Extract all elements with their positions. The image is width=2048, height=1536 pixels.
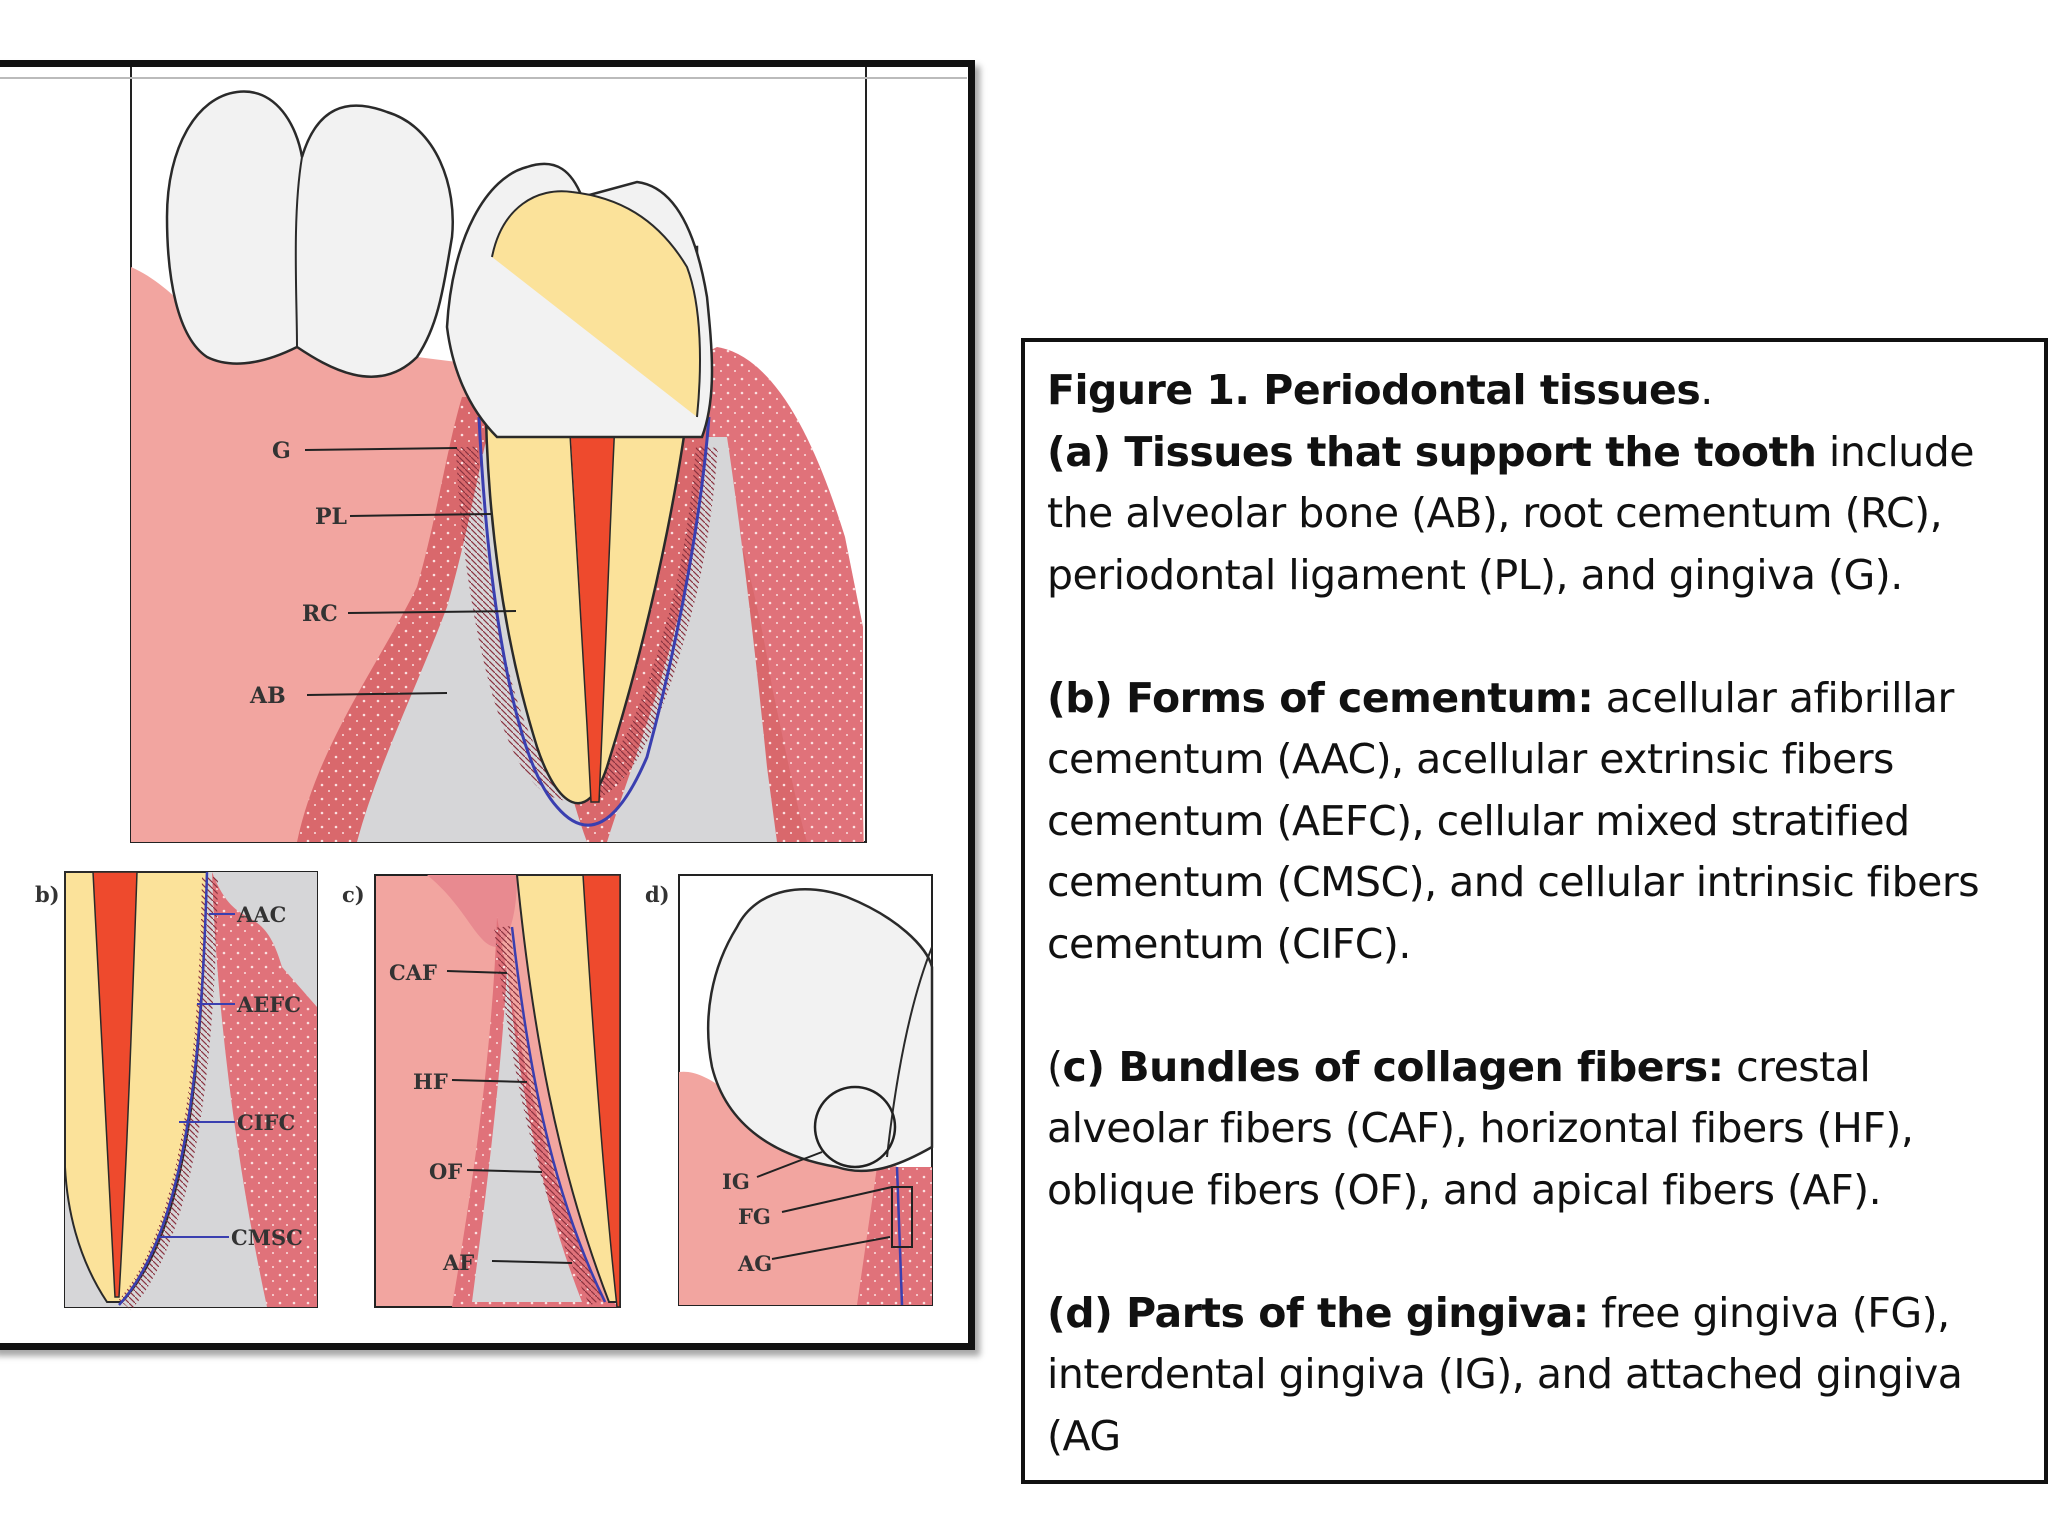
caption-title-period: . [1700, 366, 1713, 414]
label-caf: CAF [389, 960, 437, 985]
label-pl: PL [315, 504, 347, 530]
caption-title: Figure 1. Periodontal tissues [1047, 366, 1701, 414]
caption-a-lead: (a) Tissues that support the tooth [1047, 427, 1817, 476]
caption-part-d: (d) Parts of the gingiva: free gingiva (… [1047, 1283, 2037, 1468]
figure-frame: G PL RC AB AAC AEFC CIFC CMSC b) [0, 60, 975, 1350]
caption-d-text: free gingiva (FG), interdental gingiva (… [1047, 1288, 1963, 1460]
caption-part-b: (b) Forms of cementum: acellular afibril… [1047, 668, 2037, 976]
periodontal-diagram: G PL RC AB AAC AEFC CIFC CMSC b) [0, 67, 967, 1311]
caption-c-text: crestal alveolar fibers (CAF), horizonta… [1047, 1042, 1914, 1214]
panel-b: AAC AEFC CIFC CMSC b) [35, 871, 318, 1311]
caption-part-a: (a) Tissues that support the tooth inclu… [1047, 422, 2037, 607]
caption-c-paren: ( [1047, 1042, 1063, 1091]
caption-part-c: (c) Bundles of collagen fibers: crestal … [1047, 1037, 2037, 1222]
figure-caption: Figure 1. Periodontal tissues. (a) Tissu… [1047, 360, 2037, 1467]
label-ag: AG [737, 1251, 772, 1276]
caption-b-text: acellular afibrillar cementum (AAC), ace… [1047, 673, 1980, 968]
label-fg: FG [738, 1204, 771, 1229]
caption-title-line: Figure 1. Periodontal tissues. [1047, 360, 2037, 422]
caption-box: Figure 1. Periodontal tissues. (a) Tissu… [1021, 338, 2048, 1484]
caption-b-lead: (b) Forms of cementum: [1047, 673, 1594, 722]
label-g: G [272, 438, 291, 464]
label-ab: AB [249, 683, 286, 709]
label-cmsc: CMSC [231, 1225, 303, 1250]
label-ig: IG [722, 1169, 750, 1194]
label-b: b) [35, 882, 60, 907]
caption-c-lead: c) Bundles of collagen fibers: [1062, 1042, 1725, 1091]
label-cifc: CIFC [237, 1110, 295, 1135]
panel-d: IG FG AG d) [645, 874, 934, 1306]
label-of: OF [429, 1159, 462, 1184]
label-hf: HF [413, 1069, 448, 1094]
label-aefc: AEFC [236, 992, 301, 1017]
label-rc: RC [302, 601, 338, 627]
panel-a: G PL RC AB [0, 67, 967, 843]
caption-d-lead: (d) Parts of the gingiva: [1047, 1288, 1589, 1337]
label-d: d) [645, 882, 670, 907]
caption-a-text: include the alveolar bone (AB), root cem… [1047, 427, 1974, 599]
label-aac: AAC [236, 902, 286, 927]
label-c: c) [342, 882, 365, 907]
molar-crown [165, 90, 454, 378]
label-af: AF [442, 1250, 474, 1275]
panel-c: CAF HF OF AF c) [342, 874, 621, 1308]
